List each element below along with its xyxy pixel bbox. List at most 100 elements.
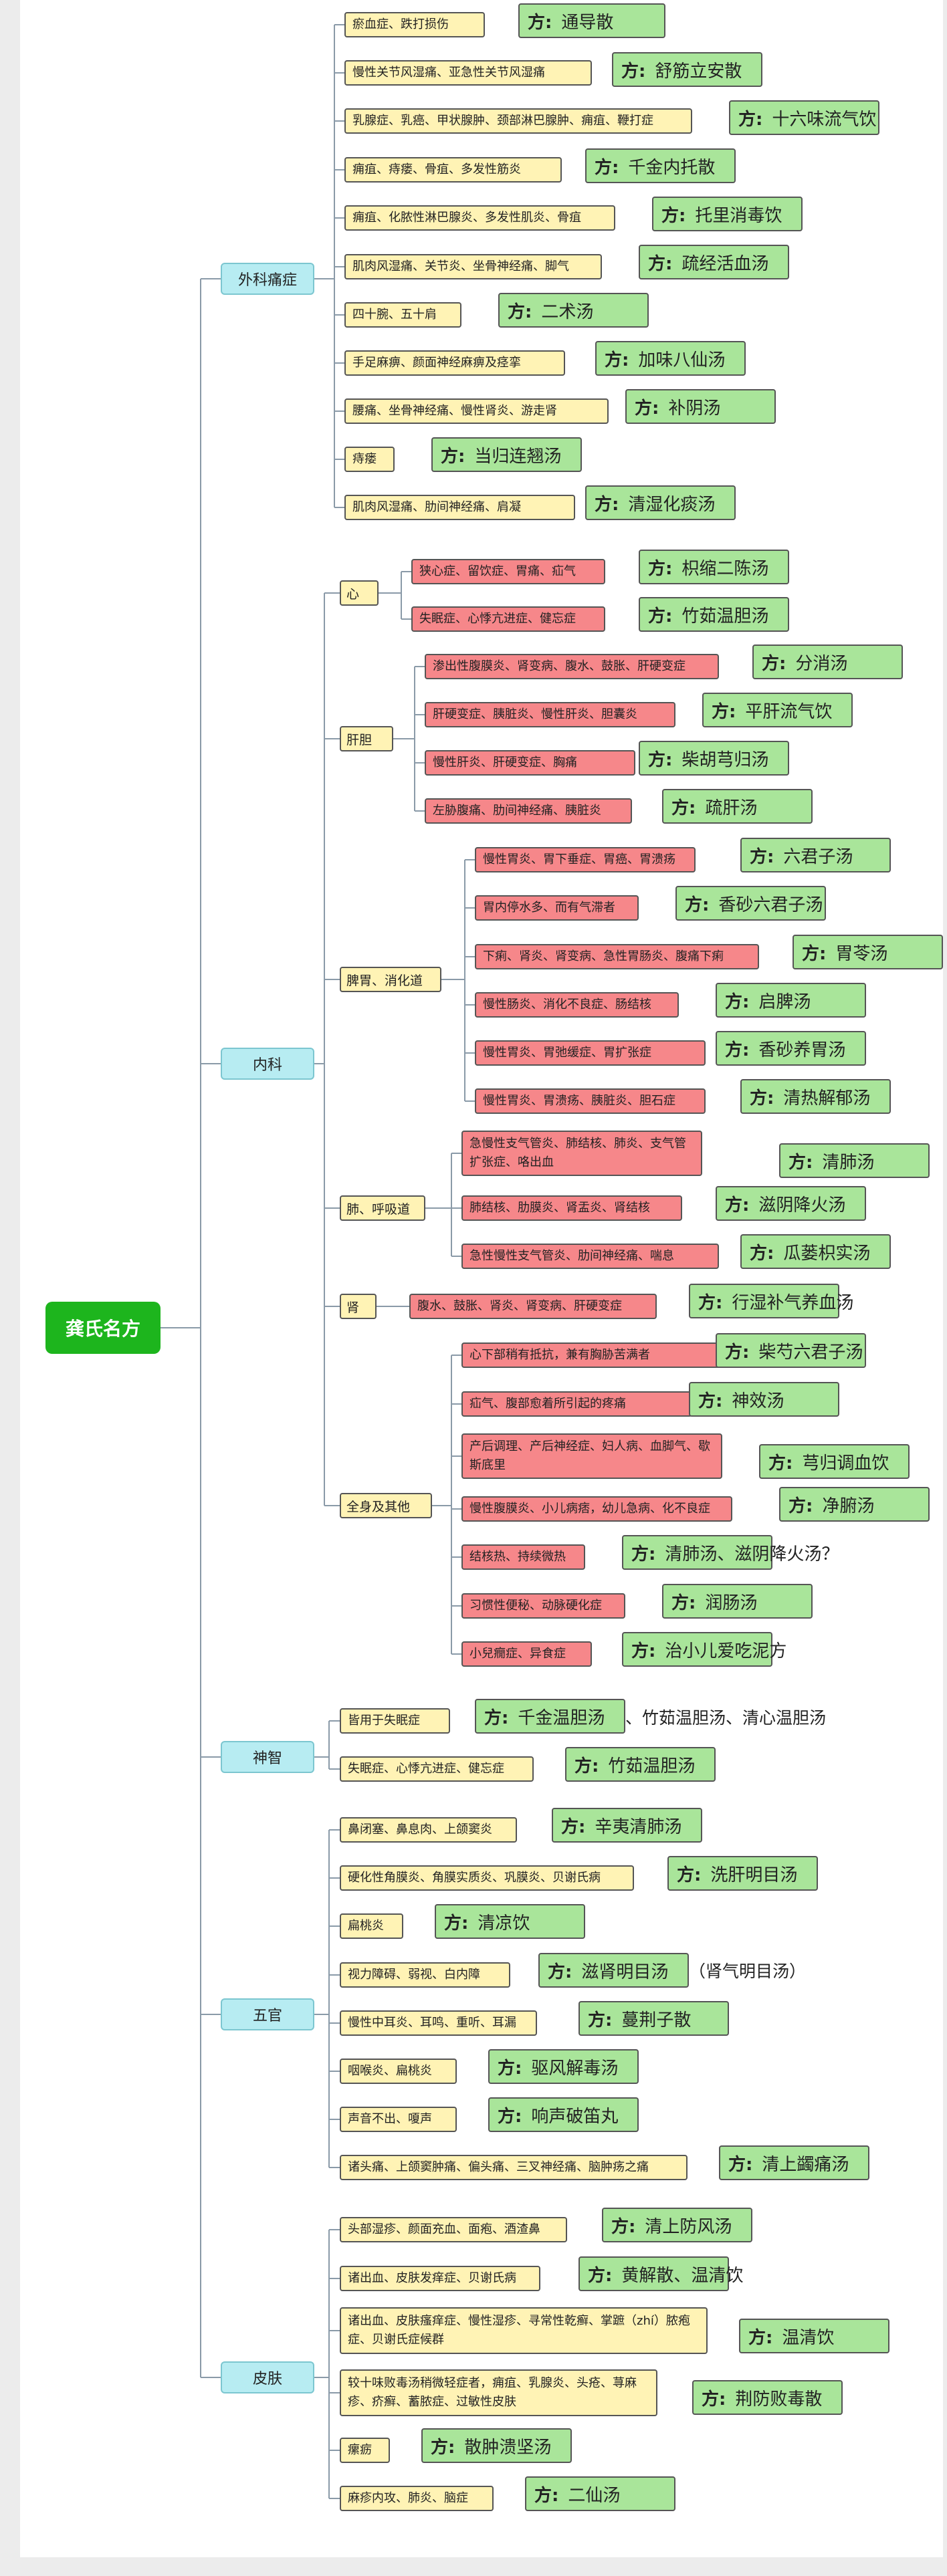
- symptom-box[interactable]: 扁桃炎: [340, 1913, 403, 1939]
- formula-box[interactable]: 方:驱风解毒汤: [488, 2049, 639, 2084]
- formula-box[interactable]: 方:荆防败毒散: [692, 2380, 843, 2415]
- symptom-box[interactable]: 慢性肠炎、消化不良症、肠结核: [475, 992, 679, 1018]
- formula-box[interactable]: 方:滋阴降火汤: [716, 1186, 866, 1221]
- formula-box[interactable]: 方:蔓荆子散: [578, 2001, 729, 2036]
- formula-box[interactable]: 方:千金温胆汤: [475, 1699, 625, 1734]
- symptom-box[interactable]: 肌肉风湿痛、肋间神经痛、肩凝: [344, 495, 575, 520]
- symptom-box[interactable]: 习惯性便秘、动脉硬化症: [461, 1593, 625, 1619]
- subgroup-node[interactable]: 肝胆: [340, 726, 393, 751]
- symptom-box[interactable]: 急性慢性支气管炎、肋间神经痛、喘息: [461, 1244, 719, 1269]
- symptom-box[interactable]: 诸出血、皮肤发痒症、贝谢氏病: [340, 2266, 540, 2291]
- symptom-box[interactable]: 疝气、腹部愈着所引起的疼痛: [461, 1391, 692, 1417]
- formula-box[interactable]: 方:芎归调血饮: [759, 1444, 910, 1479]
- symptom-box[interactable]: 慢性关节风湿痛、亚急性关节风湿痛: [344, 60, 592, 86]
- formula-box[interactable]: 方:当归连翘汤: [431, 437, 582, 472]
- formula-box[interactable]: 方:平肝流气饮: [702, 693, 853, 727]
- formula-box[interactable]: 方:二仙汤: [525, 2476, 675, 2511]
- formula-box[interactable]: 方:六君子汤: [740, 838, 891, 872]
- formula-box[interactable]: 方:响声破笛丸: [488, 2097, 639, 2132]
- symptom-box[interactable]: 肝硬变症、胰脏炎、慢性肝炎、胆囊炎: [425, 702, 675, 727]
- symptom-box[interactable]: 胃内停水多、而有气滞者: [475, 895, 639, 921]
- symptom-box[interactable]: 腹水、鼓胀、肾炎、肾变病、肝硬变症: [409, 1294, 657, 1319]
- symptom-box[interactable]: 慢性中耳炎、耳鸣、重听、耳漏: [340, 2010, 537, 2036]
- symptom-box[interactable]: 咽喉炎、扁桃炎: [340, 2059, 457, 2084]
- symptom-box[interactable]: 声音不出、嗄声: [340, 2107, 457, 2132]
- formula-box[interactable]: 方:行湿补气养血汤: [689, 1284, 853, 1318]
- formula-box[interactable]: 方:疏肝汤: [662, 789, 813, 824]
- subgroup-node[interactable]: 脾胃、消化道: [340, 967, 441, 992]
- formula-box[interactable]: 方:清肺汤、滋阴降火汤？: [622, 1535, 839, 1570]
- symptom-box[interactable]: 结核热、持续微热: [461, 1544, 585, 1570]
- formula-box[interactable]: 方:清热解郁汤: [740, 1079, 891, 1114]
- formula-box[interactable]: 方:治小儿爱吃泥方: [622, 1632, 786, 1667]
- formula-box[interactable]: 方:舒筋立安散: [612, 52, 762, 87]
- formula-box[interactable]: 方:托里消毒饮: [652, 197, 803, 231]
- symptom-box[interactable]: 失眠症、心悸亢进症、健忘症: [340, 1756, 534, 1782]
- formula-box[interactable]: 方:润肠汤: [662, 1584, 813, 1619]
- subgroup-node[interactable]: 心: [340, 580, 379, 606]
- symptom-box[interactable]: 诸头痛、上颌窦肿痛、偏头痛、三叉神经痛、脑肿疡之痛: [340, 2155, 688, 2180]
- formula-box[interactable]: 方:清凉饮: [435, 1904, 585, 1939]
- formula-box[interactable]: 方:温清饮: [739, 2319, 889, 2353]
- subgroup-node[interactable]: 肾: [340, 1294, 377, 1319]
- symptom-box[interactable]: 下痢、肾炎、肾变病、急性胃肠炎、腹痛下痢: [475, 944, 759, 969]
- symptom-box[interactable]: 慢性胃炎、胃弛缓症、胃扩张症: [475, 1040, 706, 1066]
- symptom-box[interactable]: 慢性胃炎、胃下垂症、胃癌、胃溃疡: [475, 847, 696, 872]
- formula-box[interactable]: 方:通导散: [518, 3, 665, 38]
- formula-box[interactable]: 方:香砂六君子汤: [675, 886, 826, 921]
- formula-box[interactable]: 方:辛夷清肺汤: [552, 1808, 702, 1843]
- symptom-box[interactable]: 手足麻痹、颜面神经麻痹及痉挛: [344, 350, 565, 376]
- formula-box[interactable]: 方:清湿化痰汤: [585, 485, 736, 520]
- category-node[interactable]: 神智: [221, 1741, 314, 1773]
- formula-box[interactable]: 方:清肺汤: [779, 1143, 930, 1178]
- root-node[interactable]: 龚氏名方: [45, 1302, 161, 1354]
- formula-box[interactable]: 方:补阴汤: [625, 389, 776, 424]
- symptom-box[interactable]: 狭心症、留饮症、胃痛、疝气: [411, 559, 605, 584]
- formula-box[interactable]: 方:清上蠲痛汤: [719, 2145, 869, 2180]
- symptom-box[interactable]: 痔瘘: [344, 447, 395, 472]
- symptom-box[interactable]: 鼻闭塞、鼻息肉、上颌窦炎: [340, 1817, 517, 1843]
- formula-box[interactable]: 方:枳缩二陈汤: [639, 550, 789, 584]
- formula-box[interactable]: 方:十六味流气饮: [729, 100, 879, 135]
- category-node[interactable]: 五官: [221, 1998, 314, 2030]
- symptom-box[interactable]: 硬化性角膜炎、角膜实质炎、巩膜炎、贝谢氏病: [340, 1865, 634, 1891]
- symptom-box[interactable]: 慢性胃炎、胃溃疡、胰脏炎、胆石症: [475, 1088, 706, 1114]
- symptom-box[interactable]: 乳腺症、乳癌、甲状腺肿、颈部淋巴腺肿、痈疽、鞭打症: [344, 108, 692, 134]
- symptom-box[interactable]: 瘰疬: [340, 2438, 390, 2463]
- symptom-box[interactable]: 四十腕、五十肩: [344, 302, 461, 328]
- symptom-box[interactable]: 肌肉风湿痛、关节炎、坐骨神经痛、脚气: [344, 254, 602, 279]
- formula-box[interactable]: 方:二术汤: [498, 293, 649, 328]
- formula-box[interactable]: 方:净腑汤: [779, 1487, 930, 1522]
- symptom-box[interactable]: 产后调理、产后神经症、妇人病、血脚气、歇斯底里: [461, 1433, 722, 1479]
- formula-box[interactable]: 方:香砂养胃汤: [716, 1031, 866, 1066]
- formula-box[interactable]: 方:清上防风汤: [602, 2208, 752, 2242]
- symptom-box[interactable]: 渗出性腹膜炎、肾变病、腹水、鼓胀、肝硬变症: [425, 654, 719, 679]
- category-node[interactable]: 内科: [221, 1048, 314, 1080]
- symptom-box[interactable]: 慢性肝炎、肝硬变症、胸痛: [425, 750, 635, 776]
- symptom-box[interactable]: 较十味败毒汤稍微轻症者，痈疽、乳腺炎、头疮、荨麻疹、疥癣、蓄脓症、过敏性皮肤: [340, 2369, 657, 2416]
- symptom-box[interactable]: 心下部稍有抵抗，兼有胸胁苦满者: [461, 1342, 726, 1368]
- symptom-box[interactable]: 小兒癇症、异食症: [461, 1641, 592, 1667]
- formula-box[interactable]: 方:启脾汤: [716, 983, 866, 1018]
- symptom-box[interactable]: 失眠症、心悸亢进症、健忘症: [411, 606, 605, 632]
- formula-box[interactable]: 方:瓜蒌枳实汤: [740, 1234, 891, 1269]
- symptom-box[interactable]: 头部湿疹、颜面充血、面疱、酒渣鼻: [340, 2217, 567, 2242]
- formula-box[interactable]: 方:黄解散、温清饮: [578, 2256, 743, 2291]
- formula-box[interactable]: 方:柴胡芎归汤: [639, 741, 789, 776]
- formula-box[interactable]: 方:分消汤: [752, 645, 903, 679]
- formula-box[interactable]: 方:洗肝明目汤: [667, 1856, 818, 1891]
- symptom-box[interactable]: 痈疽、痔瘘、骨疽、多发性筋炎: [344, 157, 562, 183]
- symptom-box[interactable]: 麻疹内攻、肺炎、脑症: [340, 2486, 494, 2511]
- symptom-box[interactable]: 慢性腹膜炎、小儿病痞，幼儿急病、化不良症: [461, 1496, 732, 1522]
- subgroup-node[interactable]: 肺、呼吸道: [340, 1195, 425, 1221]
- category-node[interactable]: 外科痛症: [221, 263, 314, 295]
- formula-box[interactable]: 方:散肿溃坚汤: [421, 2428, 572, 2463]
- formula-box[interactable]: 方:千金内托散: [585, 148, 736, 183]
- symptom-box[interactable]: 腰痛、坐骨神经痛、慢性肾炎、游走肾: [344, 398, 609, 424]
- symptom-box[interactable]: 左胁腹痛、肋间神经痛、胰脏炎: [425, 798, 632, 824]
- formula-box[interactable]: 方:疏经活血汤: [639, 245, 789, 279]
- formula-box[interactable]: 方:竹茹温胆汤: [639, 597, 789, 632]
- formula-box[interactable]: 方:神效汤: [689, 1382, 839, 1417]
- formula-box[interactable]: 方:滋肾明目汤: [538, 1953, 689, 1988]
- symptom-box[interactable]: 痈疽、化脓性淋巴腺炎、多发性肌炎、骨疽: [344, 205, 615, 231]
